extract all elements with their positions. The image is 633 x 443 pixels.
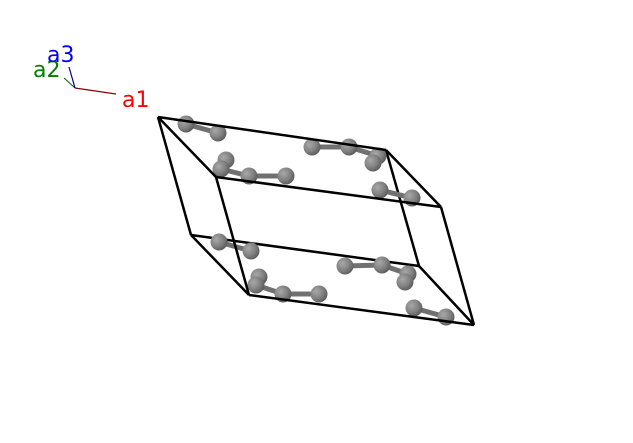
- cell-edge: [385, 149, 442, 208]
- a1-label: a1: [122, 88, 149, 113]
- molecule: [247, 268, 328, 303]
- molecule: [212, 151, 295, 185]
- a3-axis-line: [68, 66, 76, 89]
- cell-edge: [384, 149, 421, 267]
- atom: [310, 285, 328, 303]
- atom: [177, 115, 195, 133]
- atom: [364, 154, 382, 172]
- atom: [336, 257, 354, 275]
- unit-cell-front-edges: [157, 115, 476, 327]
- atom: [373, 256, 391, 274]
- cell-edge: [190, 234, 250, 296]
- axis-indicator: a2 a3 a1: [33, 43, 149, 113]
- a2-label: a2: [33, 58, 60, 83]
- atom: [209, 124, 227, 142]
- cell-edge: [156, 116, 193, 236]
- atom: [405, 299, 423, 317]
- atom: [371, 181, 389, 199]
- atom: [247, 276, 265, 294]
- molecule: [177, 115, 227, 142]
- molecule: [336, 256, 417, 291]
- atoms: [177, 115, 455, 326]
- cell-edge: [214, 176, 251, 296]
- cell-edge: [439, 206, 476, 326]
- atom: [242, 242, 260, 260]
- atom: [277, 167, 295, 185]
- molecule: [210, 233, 260, 260]
- cell-edge: [157, 116, 217, 178]
- cell-edge: [157, 115, 387, 152]
- cell-edge: [418, 265, 475, 326]
- atom: [396, 273, 414, 291]
- molecule: [303, 138, 387, 172]
- atom: [210, 233, 228, 251]
- atom: [303, 138, 321, 156]
- a2-axis-line: [63, 77, 76, 89]
- atom: [340, 138, 358, 156]
- atom: [212, 160, 230, 178]
- a3-label: a3: [47, 43, 74, 68]
- cell-edge: [215, 175, 442, 209]
- a1-axis-line: [74, 87, 117, 95]
- cell-edge: [248, 293, 475, 327]
